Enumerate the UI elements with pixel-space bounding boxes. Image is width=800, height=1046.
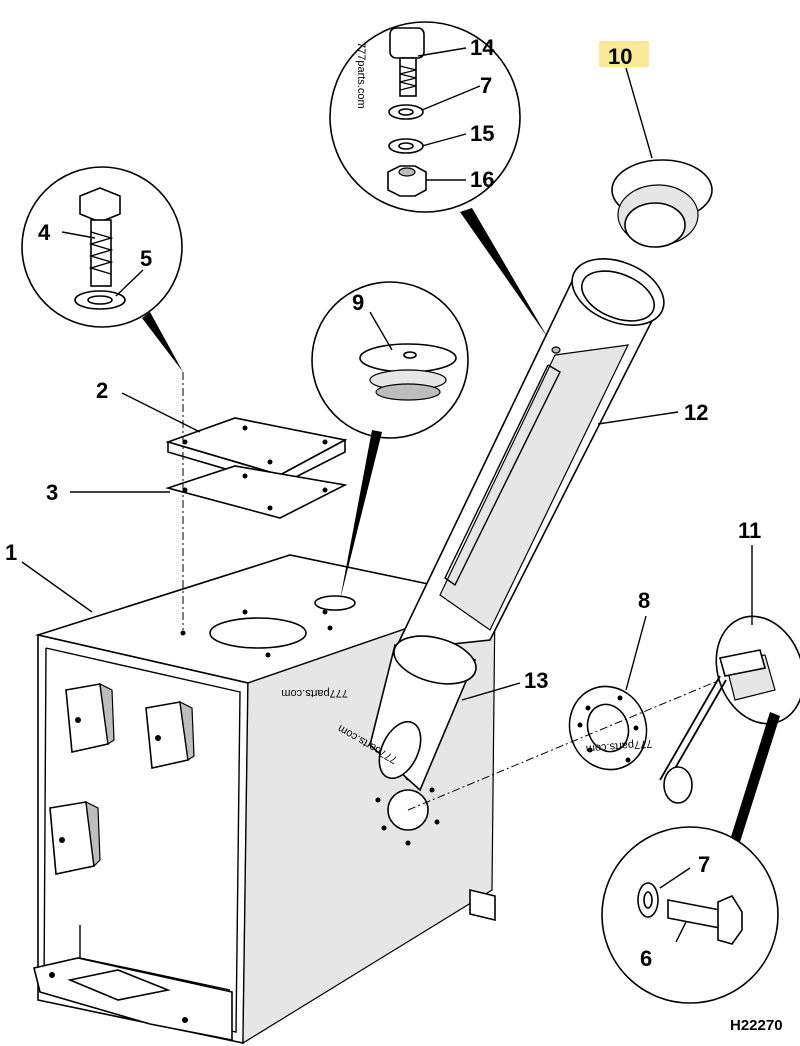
tube bbox=[369, 635, 477, 792]
detail-bubble-screw bbox=[601, 826, 779, 1004]
watermark: 777parts.com bbox=[585, 737, 652, 755]
watermark: 777parts.com bbox=[355, 42, 367, 109]
detail-pointer bbox=[730, 712, 780, 842]
filler-cap bbox=[611, 159, 713, 248]
callout-10: 10 bbox=[608, 44, 632, 69]
mounting-bracket bbox=[49, 800, 101, 875]
filler-neck bbox=[393, 258, 665, 651]
callout-8: 8 bbox=[638, 588, 650, 613]
callout-5: 5 bbox=[140, 246, 152, 271]
callout-3: 3 bbox=[46, 480, 58, 505]
detail-bubble-plug bbox=[311, 281, 469, 600]
callout-11: 11 bbox=[738, 518, 761, 543]
detail-bubble-fasteners bbox=[329, 21, 548, 338]
base-foot bbox=[33, 888, 496, 1041]
callout-14: 14 bbox=[470, 35, 495, 60]
leader-lines bbox=[21, 47, 753, 943]
fuel-sender-unit bbox=[659, 615, 800, 804]
callout-9: 9 bbox=[352, 290, 364, 315]
callout-6: 6 bbox=[640, 946, 652, 971]
callout-15: 15 bbox=[470, 121, 494, 146]
callout-4: 4 bbox=[38, 220, 51, 245]
callout-7-top: 7 bbox=[480, 73, 492, 98]
callout-12: 12 bbox=[684, 400, 708, 425]
gasket bbox=[165, 465, 348, 519]
callout-16: 16 bbox=[470, 167, 494, 192]
callout-2: 2 bbox=[96, 378, 108, 403]
mounting-bracket bbox=[145, 700, 195, 769]
callout-7-bottom: 7 bbox=[698, 852, 710, 877]
watermark: 777parts.com bbox=[281, 687, 348, 699]
callout-highlight bbox=[599, 41, 649, 67]
detail-bubble-bolt bbox=[21, 166, 183, 372]
sender-gasket bbox=[568, 685, 648, 771]
drawing-reference: H22270 bbox=[730, 1017, 783, 1034]
callout-13: 13 bbox=[524, 668, 548, 693]
mounting-bracket bbox=[65, 682, 115, 753]
callout-1: 1 bbox=[5, 540, 17, 565]
